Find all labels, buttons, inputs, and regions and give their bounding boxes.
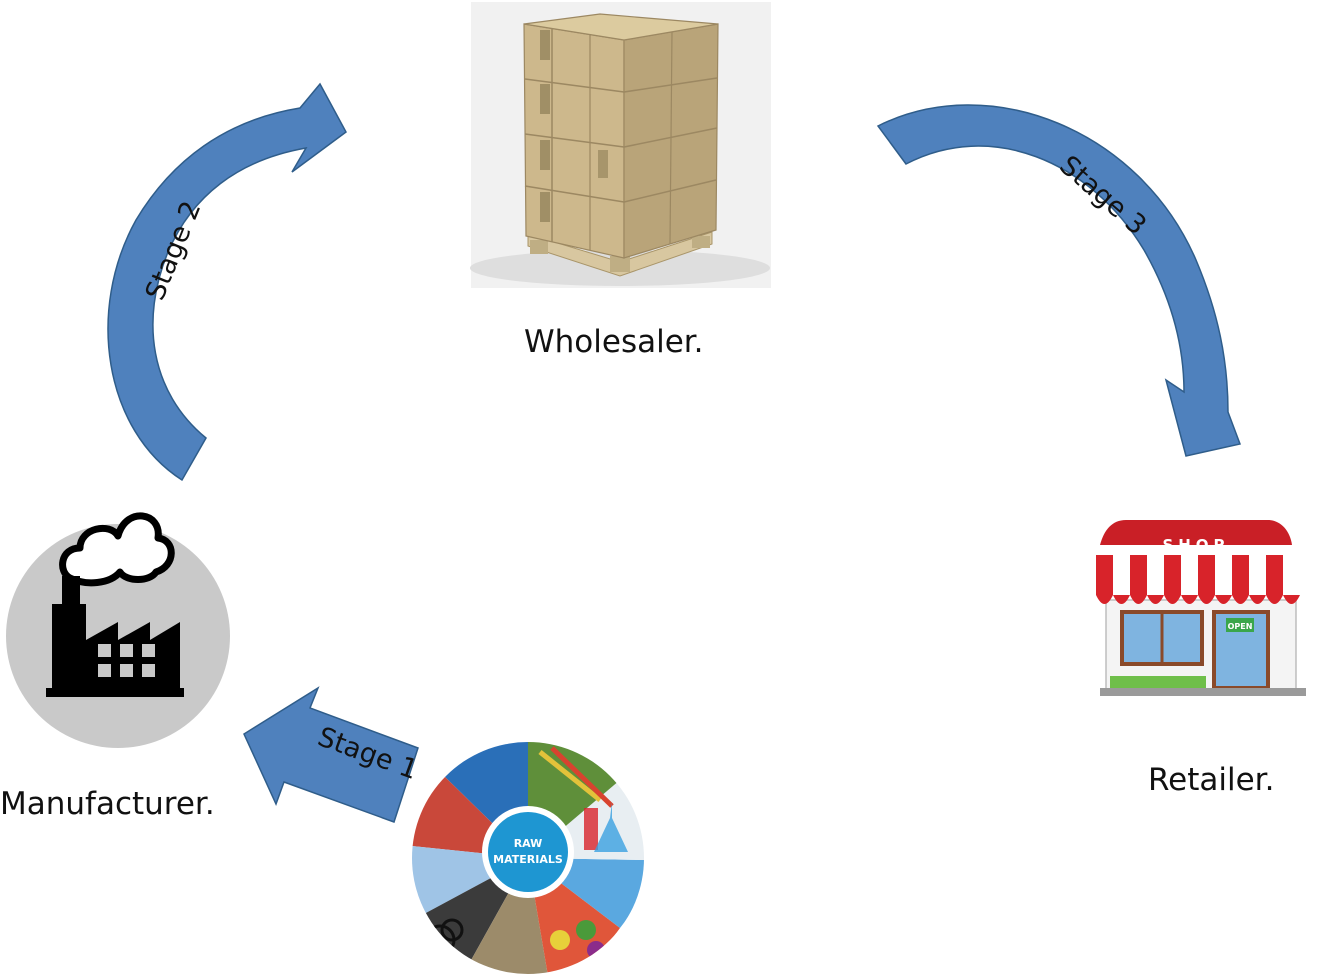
wholesaler-pallet-image [470, 2, 771, 288]
raw-materials-label-1: RAW [514, 837, 543, 850]
raw-materials-image: RAW MATERIALS [412, 742, 644, 974]
retailer-label: Retailer. [1148, 762, 1275, 798]
stage3-arrow [876, 104, 1242, 457]
shop-open-sign: OPEN [1228, 622, 1253, 631]
shop-sign-text: SHOP [1162, 536, 1229, 554]
stage1-arrow [243, 686, 419, 823]
stage2-arrow [107, 82, 347, 482]
shop-icon: SHOP OPEN [1096, 520, 1306, 696]
manufacturer-label: Manufacturer. [0, 786, 215, 822]
raw-materials-label-2: MATERIALS [493, 853, 563, 866]
factory-icon [6, 512, 230, 748]
wholesaler-label: Wholesaler. [524, 324, 704, 360]
